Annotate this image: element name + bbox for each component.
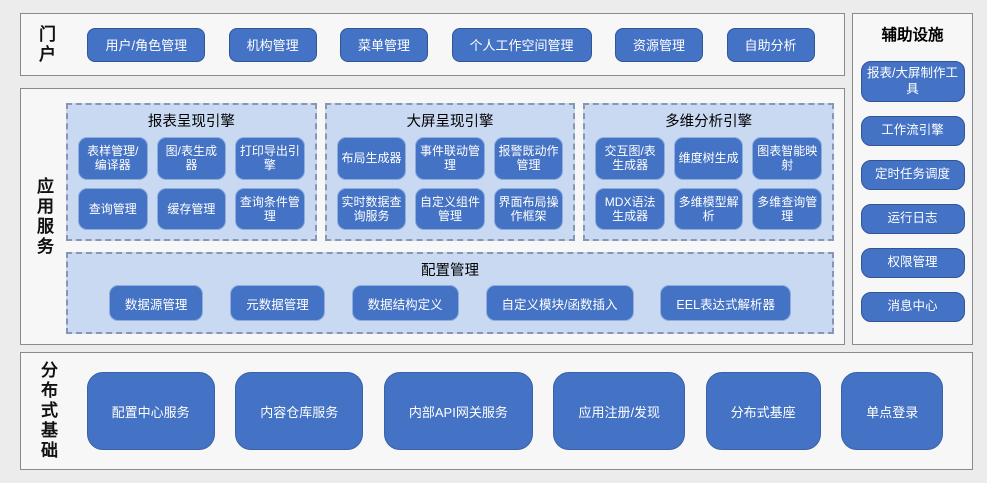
distributed-foundation-label: 分布式基础 [38,361,57,461]
dashboard-engine-title: 大屏呈现引擎 [406,114,494,130]
module-custom-component-mgmt[interactable]: 自定义组件管理 [415,187,485,231]
module-multidim-query-mgmt[interactable]: 多维查询管理 [752,187,822,231]
module-interactive-chart-generator[interactable]: 交互图/表生成器 [595,137,665,180]
foundation-item-sso[interactable]: 单点登录 [841,372,944,450]
aux-item-permission-mgmt[interactable]: 权限管理 [860,248,965,279]
portal-section-label: 门户 [36,24,55,65]
config-mgmt-row: 数据源管理 元数据管理 数据结构定义 自定义模块/函数插入 EEL表达式解析器 [68,282,832,332]
engine-panels-row: 报表呈现引擎 表样管理/编译器 图/表生成器 打印导出引擎 查询管理 缓存管理 … [66,103,835,242]
module-chart-table-generator[interactable]: 图/表生成器 [156,137,227,180]
module-alarm-action-mgmt[interactable]: 报警既动作管理 [493,137,564,180]
aux-facilities-section: 辅助设施 报表/大屏制作工具 工作流引擎 定时任务调度 运行日志 权限管理 消息… [852,13,973,345]
module-print-export-engine[interactable]: 打印导出引擎 [235,137,305,180]
aux-item-report-dashboard-tool[interactable]: 报表/大屏制作工具 [860,60,965,103]
aux-facilities-list: 报表/大屏制作工具 工作流引擎 定时任务调度 运行日志 权限管理 消息中心 [853,45,972,344]
module-cache-mgmt[interactable]: 缓存管理 [156,187,227,231]
config-mgmt-title: 配置管理 [421,263,479,280]
module-mdx-syntax-generator[interactable]: MDX语法生成器 [595,187,665,231]
module-style-mgmt-compiler[interactable]: 表样管理/编译器 [78,137,148,180]
module-ui-layout-framework[interactable]: 界面布局操作框架 [493,187,564,231]
app-services-section-label: 应用服务 [34,176,53,257]
distributed-foundation-section: 分布式基础 配置中心服务 内容仓库服务 内部API网关服务 应用注册/发现 分布… [20,352,973,470]
dashboard-engine-panel: 大屏呈现引擎 布局生成器 事件联动管理 报警既动作管理 实时数据查询服务 自定义… [324,103,576,242]
module-event-linkage-mgmt[interactable]: 事件联动管理 [415,137,485,180]
module-dimension-tree-generation[interactable]: 维度树生成 [673,137,744,180]
module-custom-module-function-insert[interactable]: 自定义模块/函数插入 [485,285,634,322]
module-data-structure-definition[interactable]: 数据结构定义 [351,285,459,322]
olap-engine-title: 多维分析引擎 [665,114,753,130]
module-multidim-model-parsing[interactable]: 多维模型解析 [673,187,744,231]
module-eel-expression-parser[interactable]: EEL表达式解析器 [660,285,792,322]
report-engine-panel: 报表呈现引擎 表样管理/编译器 图/表生成器 打印导出引擎 查询管理 缓存管理 … [66,103,317,242]
foundation-button-row: 配置中心服务 内容仓库服务 内部API网关服务 应用注册/发现 分布式基座 单点… [66,372,972,450]
aux-item-run-log[interactable]: 运行日志 [860,204,965,235]
portal-item-resource-mgmt[interactable]: 资源管理 [615,27,704,62]
dashboard-engine-grid: 布局生成器 事件联动管理 报警既动作管理 实时数据查询服务 自定义组件管理 界面… [327,133,574,239]
foundation-item-config-center[interactable]: 配置中心服务 [86,372,215,450]
module-datasource-mgmt[interactable]: 数据源管理 [108,285,204,322]
portal-item-self-service-analysis[interactable]: 自助分析 [726,27,815,62]
module-query-condition-mgmt[interactable]: 查询条件管理 [235,187,305,231]
foundation-item-app-register-discovery[interactable]: 应用注册/发现 [553,372,686,450]
report-engine-grid: 表样管理/编译器 图/表生成器 打印导出引擎 查询管理 缓存管理 查询条件管理 [68,133,315,239]
portal-button-row: 用户/角色管理 机构管理 菜单管理 个人工作空间管理 资源管理 自助分析 [64,27,844,62]
aux-item-message-center[interactable]: 消息中心 [860,291,965,322]
aux-item-scheduled-task[interactable]: 定时任务调度 [860,160,965,191]
portal-item-menu-mgmt[interactable]: 菜单管理 [340,27,429,62]
report-engine-title: 报表呈现引擎 [147,114,235,130]
app-services-content: 报表呈现引擎 表样管理/编译器 图/表生成器 打印导出引擎 查询管理 缓存管理 … [62,89,844,344]
olap-engine-panel: 多维分析引擎 交互图/表生成器 维度树生成 图表智能映射 MDX语法生成器 多维… [583,103,835,242]
app-services-section: 应用服务 报表呈现引擎 表样管理/编译器 图/表生成器 打印导出引擎 查询管理 … [20,88,845,345]
config-mgmt-panel: 配置管理 数据源管理 元数据管理 数据结构定义 自定义模块/函数插入 EEL表达… [66,252,834,334]
module-query-mgmt[interactable]: 查询管理 [78,187,148,231]
aux-item-workflow-engine[interactable]: 工作流引擎 [860,116,965,147]
foundation-item-internal-api-gateway[interactable]: 内部API网关服务 [383,372,533,450]
aux-facilities-title: 辅助设施 [881,27,944,44]
module-realtime-data-query[interactable]: 实时数据查询服务 [336,187,407,231]
portal-item-user-role-mgmt[interactable]: 用户/角色管理 [87,27,206,62]
module-metadata-mgmt[interactable]: 元数据管理 [230,285,325,322]
module-smart-chart-mapping[interactable]: 图表智能映射 [752,137,822,180]
portal-item-org-mgmt[interactable]: 机构管理 [228,27,317,62]
module-layout-generator[interactable]: 布局生成器 [336,137,407,180]
foundation-item-distributed-base[interactable]: 分布式基座 [705,372,821,450]
foundation-item-content-repo[interactable]: 内容仓库服务 [235,372,364,450]
portal-section: 门户 用户/角色管理 机构管理 菜单管理 个人工作空间管理 资源管理 自助分析 [20,13,845,76]
portal-item-workspace-mgmt[interactable]: 个人工作空间管理 [451,27,592,62]
olap-engine-grid: 交互图/表生成器 维度树生成 图表智能映射 MDX语法生成器 多维模型解析 多维… [585,133,832,239]
